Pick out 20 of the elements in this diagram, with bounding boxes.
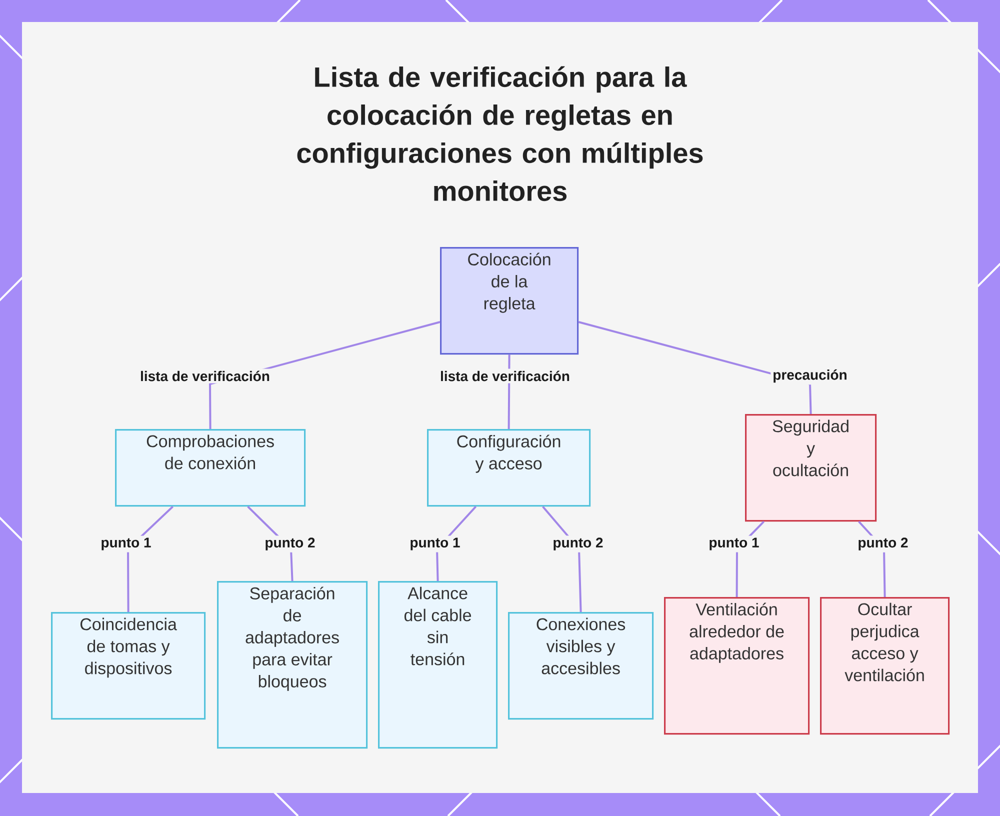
edge-label: punto 1: [408, 536, 462, 552]
leaf-box: Separación de adaptadores para evitar bloqueos: [217, 581, 368, 749]
edge-label: lista de verificación: [438, 368, 572, 384]
branch-box: Seguridad y ocultación: [745, 414, 877, 522]
edge-label: punto 1: [98, 536, 154, 552]
root-box: Colocación de la regleta: [440, 246, 579, 355]
leaf-box: Conexiones visibles y accesibles: [508, 612, 654, 720]
leaf-box: Ocultar perjudica acceso y ventilación: [820, 597, 950, 735]
branch-box: Configuración y acceso: [427, 429, 591, 507]
edge-label: punto 2: [550, 536, 606, 552]
branch-box: Comprobaciones de conexión: [115, 429, 306, 507]
leaf-box: Coincidencia de tomas y dispositivos: [51, 612, 206, 720]
edge-label: punto 1: [706, 536, 762, 552]
edge-label: punto 2: [856, 536, 910, 552]
edge-label: precaución: [770, 367, 850, 385]
edge-label: lista de verificación: [138, 368, 272, 384]
leaf-box: Ventilación alrededor de adaptadores: [664, 597, 810, 735]
edge-label: punto 2: [262, 536, 318, 552]
title: Lista de verificación para la colocación de regletas en configuraciones con múltiples monitores: [297, 66, 703, 202]
leaf-box: Alcance del cable sin tensión: [378, 581, 498, 749]
